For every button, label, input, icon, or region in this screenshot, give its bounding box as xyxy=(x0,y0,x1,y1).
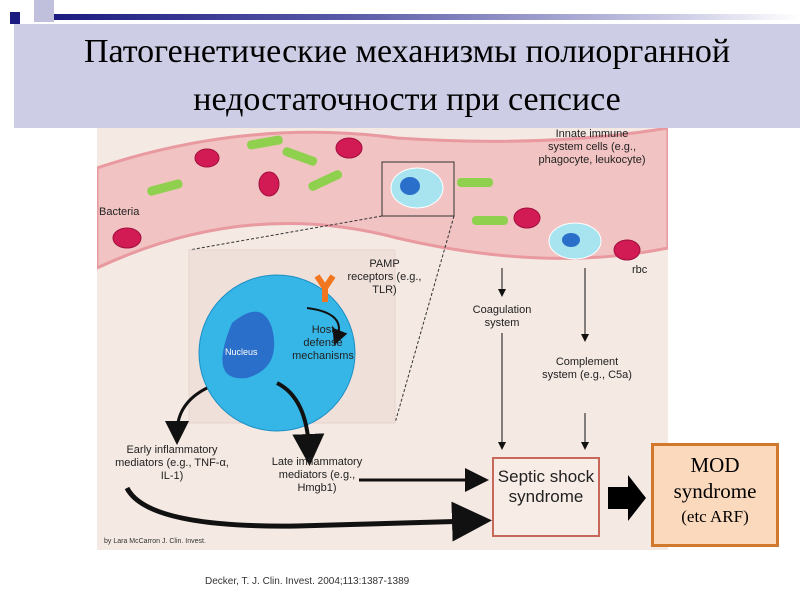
decorative-square xyxy=(34,0,54,22)
label-coagulation: Coagulation system xyxy=(472,304,532,329)
label-innate-immune: Innate immune system cells (e.g., phagoc… xyxy=(538,128,646,166)
bacteria xyxy=(147,135,508,225)
label-complement: Complement system (e.g., C5a) xyxy=(542,356,632,381)
slide-title: Патогенетические механизмы полиорганной … xyxy=(83,33,731,118)
label-pamp: PAMP receptors (e.g., TLR) xyxy=(347,258,422,296)
zoom-box xyxy=(381,161,455,217)
label-late-mediators: Late imflammatory mediators (e.g., Hmgb1… xyxy=(271,456,363,494)
title-band xyxy=(14,24,800,128)
decorative-square xyxy=(10,12,20,24)
nucleus-shape xyxy=(222,311,275,379)
label-early-mediators: Early inflammatory mediators (e.g., TNF-… xyxy=(115,444,229,482)
decorative-line xyxy=(50,14,800,20)
mod-line1: MOD xyxy=(690,453,740,477)
red-blood-cells xyxy=(112,137,641,261)
label-rbc: rbc xyxy=(632,264,648,276)
label-host-defense: Host defense mechanisms xyxy=(292,324,354,362)
mod-line2: syndrome xyxy=(673,479,757,503)
figure-credit: by Lara McCarron J. Clin. Invest. xyxy=(104,538,206,545)
septic-shock-box: Septic shock syndrome xyxy=(492,457,600,537)
mod-syndrome-box: MOD syndrome (etc ARF) xyxy=(651,443,779,547)
figure-drawing xyxy=(95,126,670,542)
label-bacteria: Bacteria xyxy=(99,206,140,218)
reference: Decker, T. J. Clin. Invest. 2004;113:138… xyxy=(205,576,410,587)
mod-line3: (etc ARF) xyxy=(681,507,749,526)
label-nucleus: Nucleus xyxy=(225,347,258,357)
arrow-right-icon xyxy=(608,475,646,521)
sepsis-figure: Bacteria Innate immune system cells (e.g… xyxy=(95,126,670,550)
pamp-receptor-icon xyxy=(314,274,336,302)
immune-cell xyxy=(198,274,356,432)
